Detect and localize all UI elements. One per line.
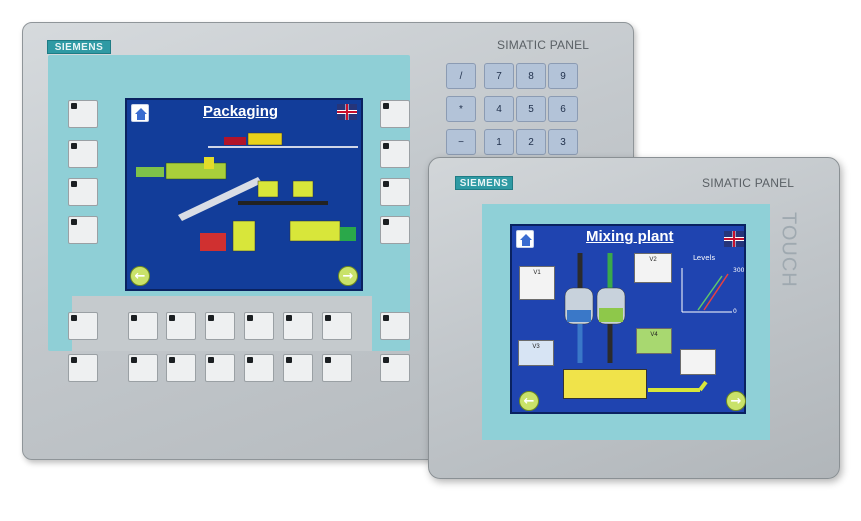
gauge-max-label: 300: [733, 267, 745, 274]
numpad-key[interactable]: 7: [484, 63, 514, 89]
forward-arrow-button[interactable]: →: [338, 266, 358, 286]
hmi-screen-packaging[interactable]: [125, 98, 363, 291]
function-key[interactable]: [322, 312, 352, 340]
level-trend-chart: [681, 268, 732, 313]
numpad-key[interactable]: 3: [548, 129, 578, 155]
valve-v5[interactable]: [680, 349, 716, 375]
back-arrow-button[interactable]: ←: [519, 391, 539, 411]
function-key[interactable]: [166, 312, 196, 340]
levels-label: Levels: [693, 254, 716, 262]
function-key[interactable]: [205, 312, 235, 340]
function-key[interactable]: [68, 178, 98, 206]
function-key[interactable]: [68, 140, 98, 168]
function-key[interactable]: [380, 140, 410, 168]
function-key[interactable]: [166, 354, 196, 382]
numpad-key[interactable]: 4: [484, 96, 514, 122]
function-key[interactable]: [380, 100, 410, 128]
numpad-key[interactable]: 5: [516, 96, 546, 122]
valve-v2[interactable]: V2: [634, 253, 672, 283]
valve-v1[interactable]: V1: [519, 266, 555, 300]
touch-side-label: TOUCH: [777, 212, 800, 288]
siemens-logo: SIEMENS: [455, 176, 513, 190]
function-key[interactable]: [128, 354, 158, 382]
function-key[interactable]: [283, 312, 313, 340]
function-key[interactable]: [244, 312, 274, 340]
mixing-tanks-graphic: [564, 253, 626, 363]
numpad-key[interactable]: 2: [516, 129, 546, 155]
valve-v4[interactable]: V4: [636, 328, 672, 354]
language-flag-icon[interactable]: [337, 104, 357, 120]
function-key[interactable]: [380, 354, 410, 382]
numpad-key[interactable]: /: [446, 63, 476, 89]
language-flag-icon[interactable]: [724, 231, 744, 247]
model-label: SIMATIC PANEL: [702, 176, 795, 190]
function-key[interactable]: [244, 354, 274, 382]
numpad-key[interactable]: 8: [516, 63, 546, 89]
screen-title: Mixing plant: [586, 228, 674, 245]
function-key[interactable]: [283, 354, 313, 382]
back-arrow-button[interactable]: ←: [130, 266, 150, 286]
function-key[interactable]: [68, 100, 98, 128]
function-key[interactable]: [205, 354, 235, 382]
numpad-key[interactable]: *: [446, 96, 476, 122]
mixing-vessel: [563, 369, 647, 399]
function-key[interactable]: [68, 216, 98, 244]
gauge-min-label: 0: [733, 308, 737, 315]
numpad-key[interactable]: 9: [548, 63, 578, 89]
function-key[interactable]: [322, 354, 352, 382]
numpad-key[interactable]: 6: [548, 96, 578, 122]
function-key[interactable]: [380, 178, 410, 206]
numpad-key[interactable]: 1: [484, 129, 514, 155]
function-key[interactable]: [68, 354, 98, 382]
function-key[interactable]: [380, 312, 410, 340]
output-pipe-graphic: [648, 380, 708, 392]
numpad-key[interactable]: −: [446, 129, 476, 155]
siemens-logo: SIEMENS: [47, 40, 111, 54]
home-icon[interactable]: [131, 104, 149, 122]
valve-v3[interactable]: V3: [518, 340, 554, 366]
function-key[interactable]: [128, 312, 158, 340]
model-label: SIMATIC PANEL: [497, 38, 590, 52]
forward-arrow-button[interactable]: →: [726, 391, 746, 411]
function-key[interactable]: [380, 216, 410, 244]
packaging-process-graphic: [136, 132, 358, 252]
screen-title: Packaging: [203, 103, 279, 120]
home-icon[interactable]: [516, 230, 534, 248]
function-key[interactable]: [68, 312, 98, 340]
